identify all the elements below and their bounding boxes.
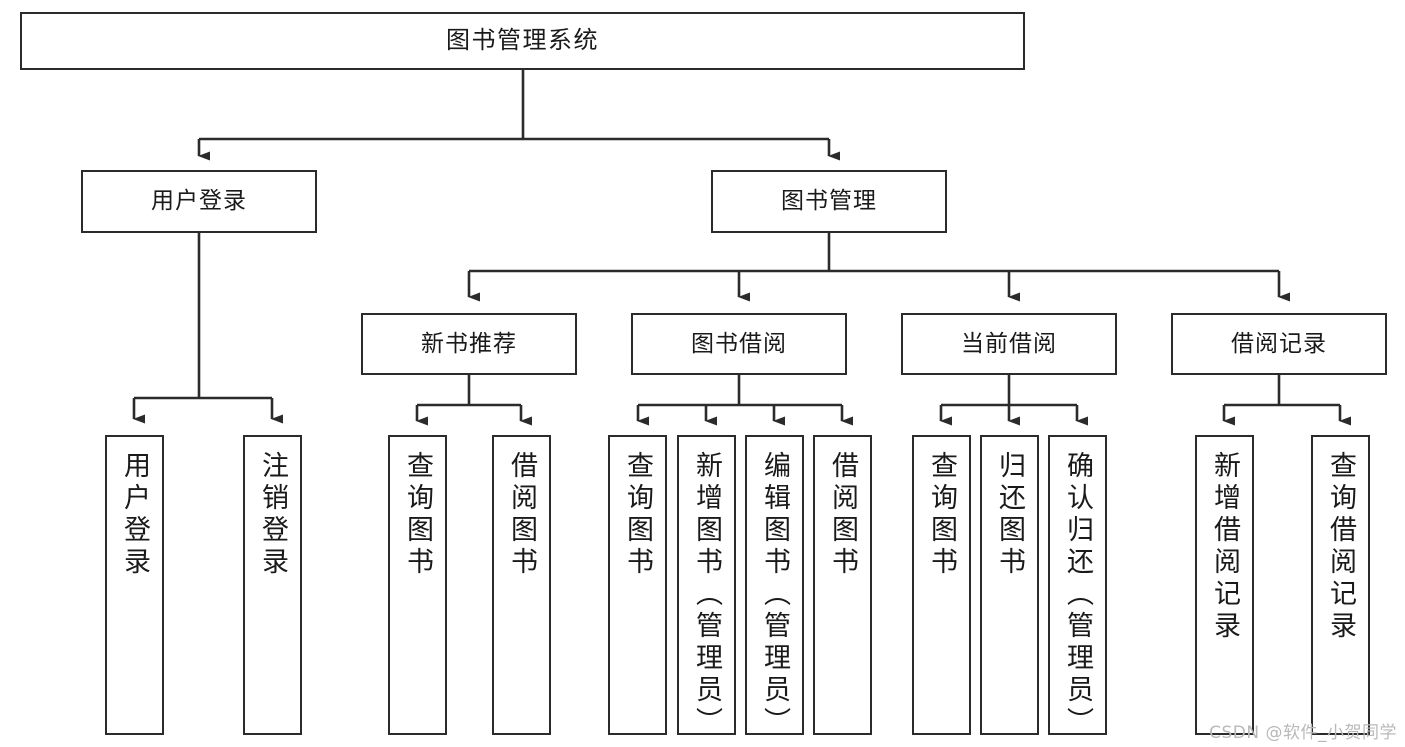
leaf-book-borrow-query[interactable]: 查询图书 [608,435,667,735]
node-label: 借阅记录 [1231,330,1327,357]
leaf-current-borrow-query[interactable]: 查询图书 [912,435,971,735]
node-label: 查询图书 [622,451,653,579]
node-label: 新增借阅记录 [1209,451,1240,643]
node-label: 图书管理 [781,188,877,215]
node-label: 新增图书（管理员） [691,451,722,739]
node-label: 查询借阅记录 [1325,451,1356,643]
node-new-book-recommend[interactable]: 新书推荐 [361,313,577,375]
leaf-borrow-record-add[interactable]: 新增借阅记录 [1195,435,1254,735]
node-label: 注销登录 [257,451,288,579]
node-book-borrow[interactable]: 图书借阅 [631,313,847,375]
node-label: 借阅图书 [827,451,858,579]
leaf-current-borrow-return[interactable]: 归还图书 [980,435,1039,735]
node-label: 归还图书 [994,451,1025,579]
leaf-user-login-logout[interactable]: 注销登录 [243,435,302,735]
node-label: 新书推荐 [421,330,517,357]
leaf-current-borrow-confirm-return[interactable]: 确认归还（管理员） [1048,435,1107,739]
node-current-borrow[interactable]: 当前借阅 [901,313,1117,375]
node-label: 当前借阅 [961,330,1057,357]
node-label: 编辑图书（管理员） [759,451,790,739]
node-book-management[interactable]: 图书管理 [711,170,947,233]
node-label: 图书借阅 [691,330,787,357]
leaf-borrow-record-query[interactable]: 查询借阅记录 [1311,435,1370,735]
leaf-book-borrow-add[interactable]: 新增图书（管理员） [677,435,736,739]
node-borrow-record[interactable]: 借阅记录 [1171,313,1387,375]
node-label: 用户登录 [119,451,150,579]
leaf-user-login-login[interactable]: 用户登录 [105,435,164,735]
node-label: 图书管理系统 [446,26,599,55]
leaf-book-borrow-borrow[interactable]: 借阅图书 [813,435,872,735]
node-label: 用户登录 [151,188,247,215]
leaf-new-book-query[interactable]: 查询图书 [388,435,447,735]
node-user-login[interactable]: 用户登录 [81,170,317,233]
node-label: 借阅图书 [506,451,537,579]
node-label: 查询图书 [926,451,957,579]
node-label: 确认归还（管理员） [1062,451,1093,739]
node-root-system[interactable]: 图书管理系统 [20,12,1025,70]
csdn-watermark: CSDN @软件_小贺同学 [1209,723,1397,743]
leaf-book-borrow-edit[interactable]: 编辑图书（管理员） [745,435,804,739]
node-label: 查询图书 [402,451,433,579]
leaf-new-book-borrow[interactable]: 借阅图书 [492,435,551,735]
